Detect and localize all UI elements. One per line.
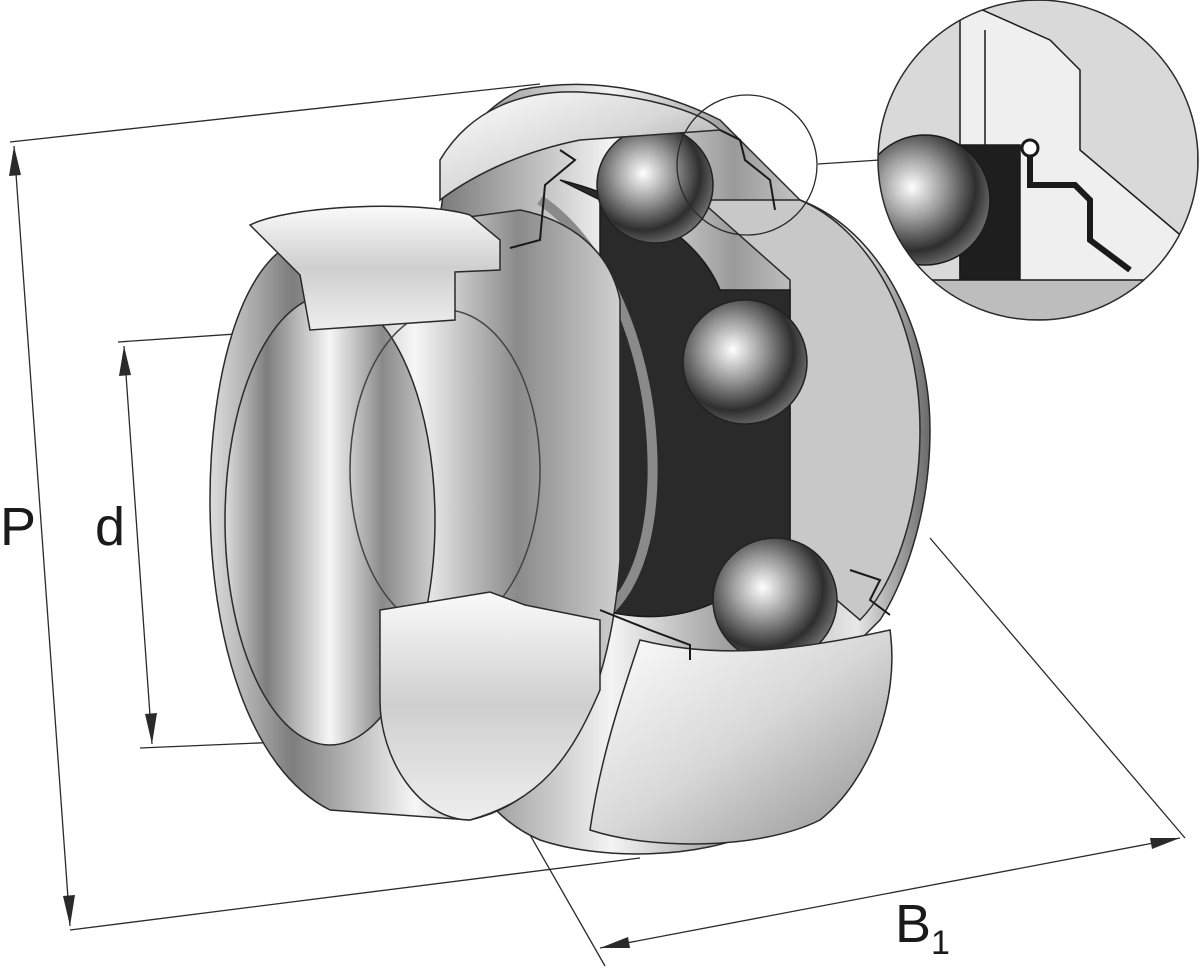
magnifier-small <box>676 94 818 236</box>
arrow-b1-left <box>600 937 630 948</box>
zoom-ball <box>878 134 991 266</box>
dim-line-d <box>123 345 153 745</box>
dimension-label-p: P <box>0 497 37 557</box>
extension-line-b1-right <box>929 537 1186 839</box>
seals <box>509 129 891 660</box>
dimension-label-d: d <box>95 497 126 557</box>
extension-line-top <box>9 83 541 143</box>
zoom-inner-ring <box>878 279 1198 320</box>
arrow-p-bottom <box>63 895 75 926</box>
zoom-detail <box>877 0 1199 321</box>
extension-line-bottom <box>69 857 641 931</box>
dimension-arrowheads <box>9 146 1180 948</box>
seal-top-right <box>719 129 776 211</box>
locking-collar-top <box>248 205 501 331</box>
collar-top-face <box>248 205 501 331</box>
arrow-b1-right <box>1150 838 1180 849</box>
seal-bottom-right <box>849 569 891 616</box>
ball-middle <box>682 299 808 425</box>
shell-top-body <box>439 91 722 202</box>
dimension-label-b1: B1 <box>895 897 950 960</box>
shell-lower-body <box>589 629 893 845</box>
ball-top <box>596 126 714 244</box>
dim-line-b1 <box>599 837 1181 949</box>
collar-bottom-face <box>379 591 601 821</box>
seal-top <box>509 149 577 249</box>
locking-collar-bottom <box>379 591 601 821</box>
arrow-d-bottom <box>145 713 157 744</box>
zoom-seal-lip <box>1020 138 1040 158</box>
seal-bottom <box>599 609 691 660</box>
zoom-leader-line <box>817 159 881 165</box>
shell-top <box>439 91 722 202</box>
outer-ring-face <box>698 199 921 622</box>
arrow-p-top <box>9 146 21 176</box>
arrow-d-top <box>119 346 131 376</box>
dim-line-p <box>13 145 71 927</box>
zoom-seal-profile <box>1027 150 1132 273</box>
shell-lower <box>589 629 893 845</box>
dimension-label-b1-subscript: 1 <box>931 924 950 962</box>
balls <box>596 126 838 663</box>
zoom-detail-border <box>877 0 1199 321</box>
dimension-label-b1-main: B <box>895 894 932 954</box>
